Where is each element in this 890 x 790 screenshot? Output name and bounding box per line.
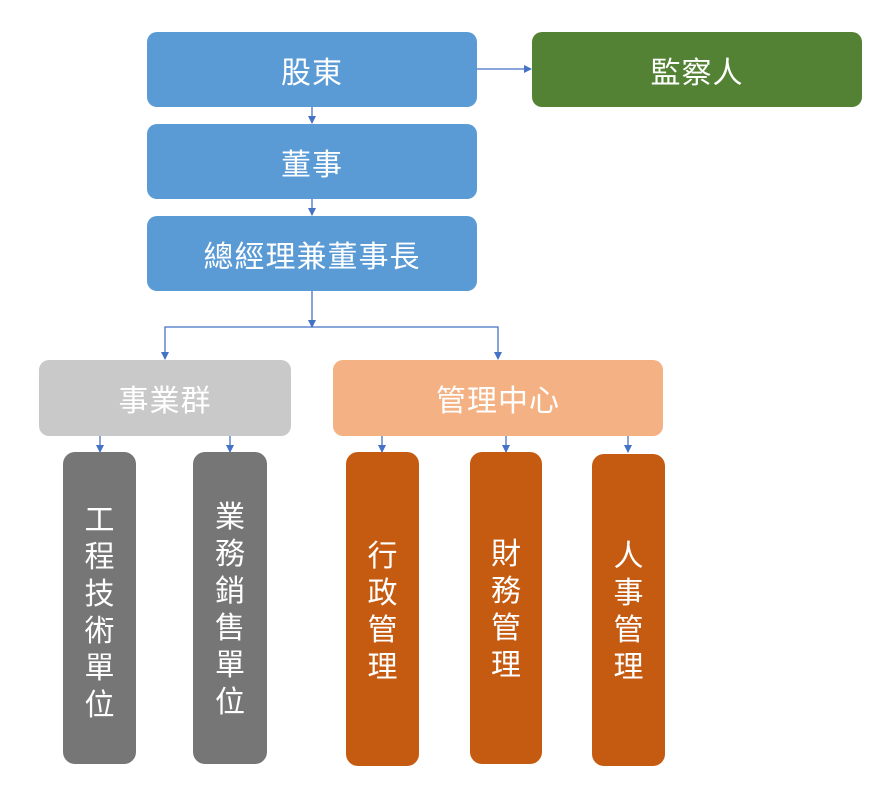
node-hr-mgmt-label: 人事管理 (613, 539, 644, 685)
node-supervisor: 監察人 (532, 32, 862, 107)
node-engineering-unit-label: 工程技術單位 (84, 503, 115, 723)
connector-to-business-group (161, 326, 312, 360)
node-admin-mgmt-label: 行政管理 (367, 539, 398, 685)
node-sales-unit-label: 業務銷售單位 (215, 500, 245, 720)
node-shareholders-label: 股東 (281, 55, 343, 91)
node-gm-chairman-label: 總經理兼董事長 (203, 239, 421, 275)
connector-to-management-center (312, 326, 502, 360)
node-finance-mgmt-label: 財務管理 (491, 537, 521, 683)
node-supervisor-label: 監察人 (650, 55, 744, 91)
node-board-label: 董事 (281, 147, 343, 183)
node-hr-mgmt: 人事管理 (592, 454, 665, 766)
node-business-group-label: 事業群 (118, 384, 212, 419)
node-management-center: 管理中心 (333, 360, 663, 436)
node-business-group: 事業群 (39, 360, 291, 436)
node-engineering-unit: 工程技術單位 (63, 452, 136, 764)
node-admin-mgmt: 行政管理 (346, 452, 419, 766)
node-board: 董事 (147, 124, 477, 199)
node-finance-mgmt: 財務管理 (470, 452, 542, 764)
node-shareholders: 股東 (147, 32, 477, 107)
node-gm-chairman: 總經理兼董事長 (147, 216, 477, 291)
node-sales-unit: 業務銷售單位 (193, 452, 267, 764)
node-management-center-label: 管理中心 (436, 384, 560, 419)
